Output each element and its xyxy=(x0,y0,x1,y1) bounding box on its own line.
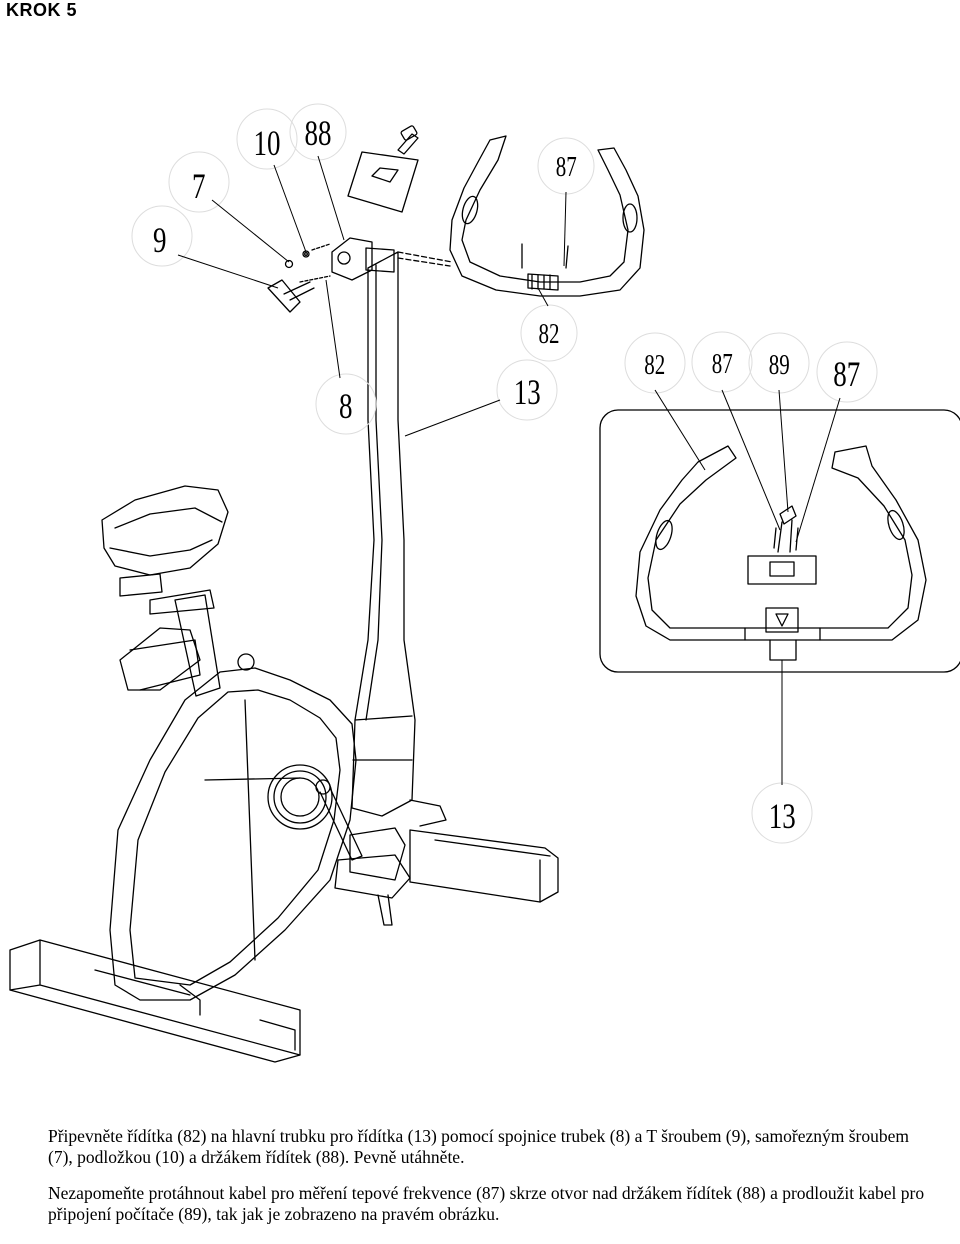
instructions: Připevněte řídítka (82) na hlavní trubku… xyxy=(48,1126,928,1240)
callout-87: 87 xyxy=(556,152,577,183)
callout-88: 88 xyxy=(305,113,332,153)
step-title: KROK 5 xyxy=(6,0,78,20)
callout-8: 8 xyxy=(339,386,352,426)
callout-13: 13 xyxy=(514,372,541,412)
connector-parts xyxy=(267,125,419,313)
instruction-paragraph-1: Připevněte řídítka (82) na hlavní trubku… xyxy=(48,1126,910,1167)
callout-detail-82: 82 xyxy=(644,350,665,381)
leader-lines xyxy=(177,155,841,785)
callout-7: 7 xyxy=(192,166,205,206)
instruction-paragraph-2: Nezapomeňte protáhnout kabel pro měření … xyxy=(48,1183,925,1224)
callout-detail-13: 13 xyxy=(769,796,796,836)
callout-10: 10 xyxy=(254,123,281,163)
callout-detail-87: 87 xyxy=(712,349,733,380)
handlebar-main xyxy=(397,135,645,297)
detail-inset xyxy=(599,409,960,673)
callout-detail-87b: 87 xyxy=(833,354,860,394)
bike-frame xyxy=(9,251,559,1063)
assembly-diagram: 9 7 10 88 8 13 82 87 82 87 89 87 13 xyxy=(9,103,960,1063)
callout-detail-89: 89 xyxy=(769,350,790,381)
callout-82: 82 xyxy=(539,319,560,350)
callout-9: 9 xyxy=(153,220,166,260)
